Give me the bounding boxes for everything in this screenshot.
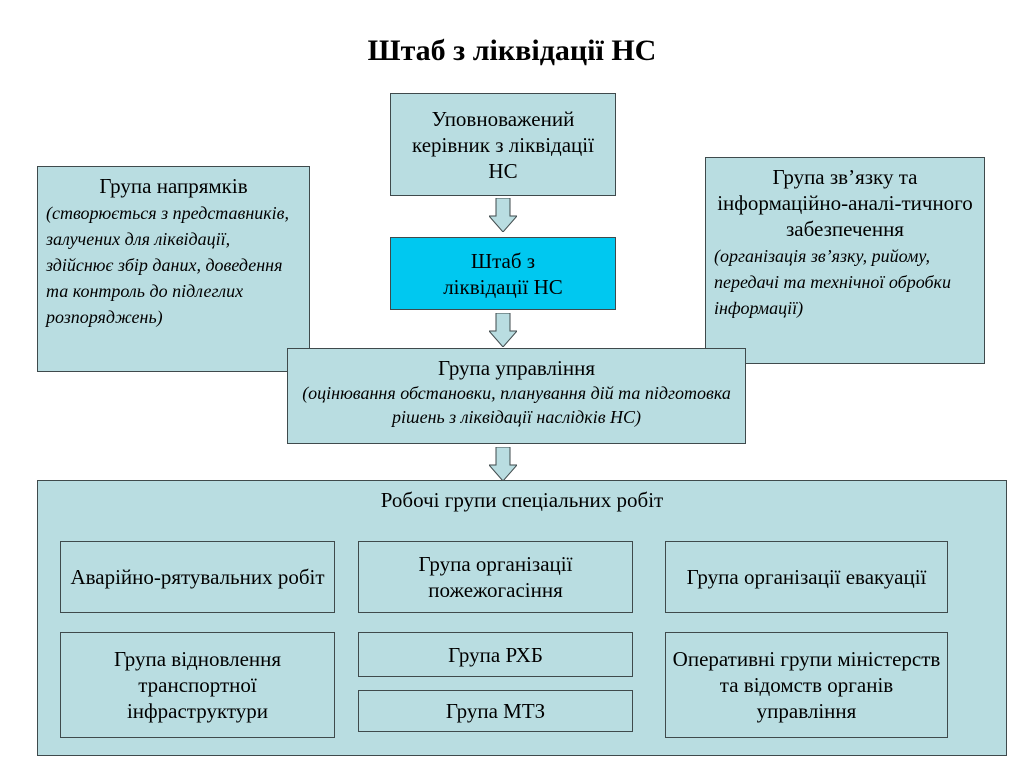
work-group-transport: Група відновлення транспортної інфрастру…: [60, 632, 335, 738]
arrow-down-icon: [489, 198, 517, 232]
work-group-ministries-label: Оперативні групи міністерств та відомств…: [672, 647, 941, 723]
work-group-mtz-label: Група МТЗ: [445, 699, 546, 723]
arrow-down-icon: [489, 447, 517, 481]
authorized-head-box: Уповноважений керівник з ліквідації НС: [390, 93, 616, 196]
work-group-rescue: Аварійно-рятувальних робіт: [60, 541, 335, 613]
arrow-down-icon: [489, 313, 517, 347]
work-group-rhb-label: Група РХБ: [448, 642, 543, 667]
work-group-evacuation-label: Група організації евакуації: [686, 565, 927, 589]
work-group-firefighting: Група організації пожежогасіння: [358, 541, 633, 613]
work-group-mtz: Група МТЗ: [358, 690, 633, 732]
hq-box: Штаб з ліквідації НС: [390, 237, 616, 310]
management-group-title: Група управління: [438, 356, 595, 380]
page-title: Штаб з ліквідації НС: [367, 34, 657, 67]
management-group-box: Група управління (оцінювання обстановки,…: [287, 348, 746, 444]
management-group-desc: (оцінювання обстановки, планування дій т…: [302, 383, 731, 427]
directions-group-desc: (створюється з представників, залучених …: [46, 203, 289, 327]
directions-group-box: Група напрямків (створюється з представн…: [37, 166, 310, 372]
communications-group-title: Група зв’язку та інформаційно-аналі-тичн…: [717, 165, 973, 241]
work-group-evacuation: Група організації евакуації: [665, 541, 948, 613]
hq-label: Штаб з ліквідації НС: [443, 248, 563, 299]
authorized-head-label: Уповноважений керівник з ліквідації НС: [412, 106, 594, 183]
directions-group-title: Група напрямків: [99, 174, 248, 198]
communications-group-desc: (організація зв’язку, рийому, передачі т…: [714, 246, 951, 318]
work-group-firefighting-label: Група організації пожежогасіння: [418, 552, 573, 602]
work-group-ministries: Оперативні групи міністерств та відомств…: [665, 632, 948, 738]
work-group-rescue-label: Аварійно-рятувальних робіт: [70, 565, 325, 589]
communications-group-box: Група зв’язку та інформаційно-аналі-тичн…: [705, 157, 985, 364]
work-group-rhb: Група РХБ: [358, 632, 633, 677]
work-groups-title: Робочі групи спеціальних робіт: [380, 488, 664, 512]
work-group-transport-label: Група відновлення транспортної інфрастру…: [113, 647, 282, 723]
